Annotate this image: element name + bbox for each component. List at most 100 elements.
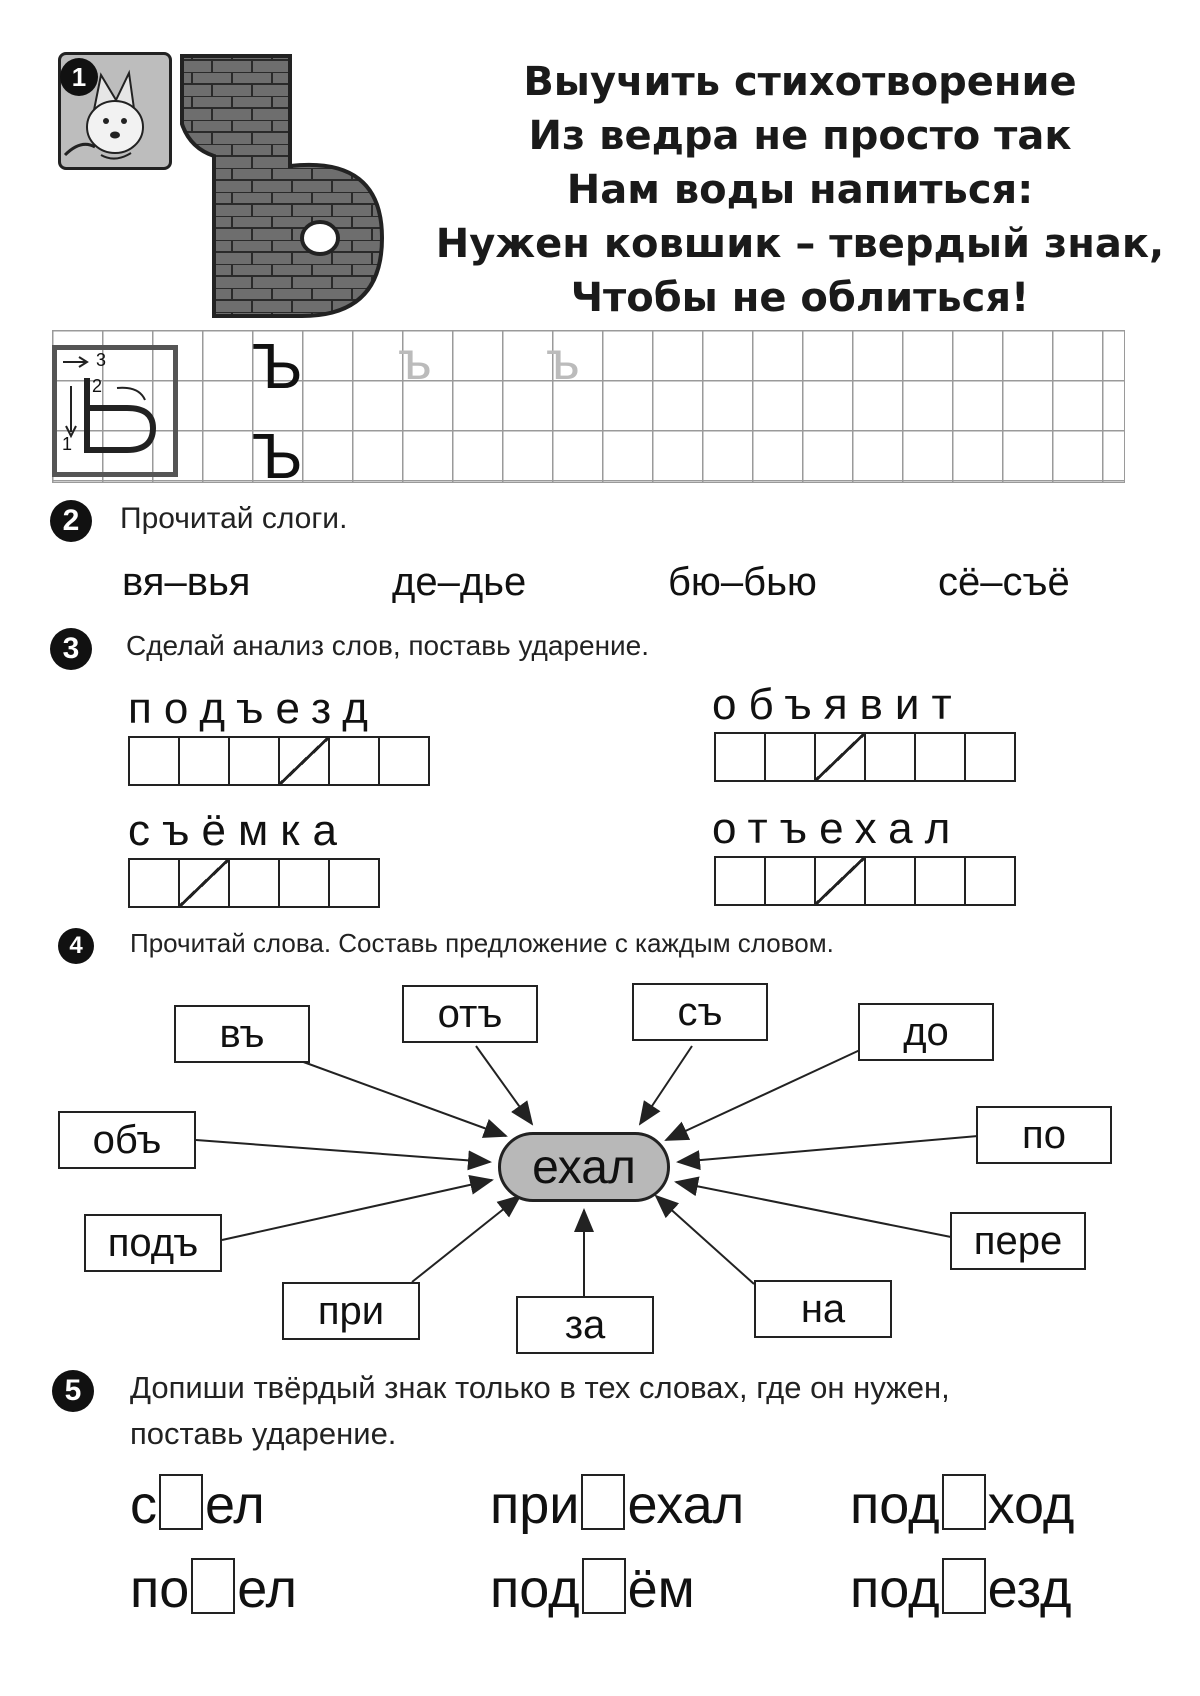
task-number-4: 4 bbox=[58, 928, 94, 964]
stroke-order-icon bbox=[63, 356, 157, 453]
hard-sign-gap[interactable] bbox=[191, 1558, 236, 1614]
poem: Выучить стихотворение Из ведра не просто… bbox=[420, 55, 1180, 325]
sound-cell[interactable] bbox=[178, 736, 230, 786]
sound-cell[interactable] bbox=[714, 732, 766, 782]
task-number-2: 2 bbox=[50, 500, 92, 542]
word-start: под bbox=[850, 1559, 940, 1619]
hard-sign-gap[interactable] bbox=[581, 1558, 626, 1614]
copy-letter: Ъ bbox=[252, 330, 303, 402]
poem-line: Выучить стихотворение bbox=[523, 59, 1077, 105]
analysis-word: подъезд bbox=[128, 684, 380, 733]
big-hard-sign-letter bbox=[172, 48, 422, 328]
syllable-pair: де–дье bbox=[392, 560, 527, 604]
task2-instruction: Прочитай слоги. bbox=[120, 502, 348, 535]
word-end: ход bbox=[987, 1475, 1075, 1535]
copy-letter: Ъ bbox=[252, 420, 303, 492]
task-number-3: 3 bbox=[50, 628, 92, 670]
hard-sign-cell bbox=[814, 856, 866, 906]
sound-cell[interactable] bbox=[278, 858, 330, 908]
hard-sign-cell bbox=[178, 858, 230, 908]
fox-picture bbox=[58, 52, 172, 170]
prefix-box: на bbox=[754, 1280, 892, 1338]
task-number-5: 5 bbox=[52, 1370, 94, 1412]
prefix-box: пере bbox=[950, 1212, 1086, 1270]
hard-sign-gap[interactable] bbox=[941, 1474, 986, 1530]
sound-cells bbox=[128, 858, 380, 908]
prefix-box: съ bbox=[632, 983, 768, 1041]
sound-cell[interactable] bbox=[964, 732, 1016, 782]
task3-instruction: Сделай анализ слов, поставь ударение. bbox=[126, 630, 650, 661]
task5-instruction-line2: поставь ударение. bbox=[130, 1416, 397, 1451]
stroke-number: 3 bbox=[96, 350, 107, 370]
brick-letter-icon bbox=[180, 54, 385, 318]
sound-cells bbox=[128, 736, 430, 786]
sound-cell[interactable] bbox=[128, 736, 180, 786]
sound-cell[interactable] bbox=[328, 858, 380, 908]
word-end: езд bbox=[987, 1559, 1072, 1619]
sound-cell[interactable] bbox=[328, 736, 380, 786]
word-start: под bbox=[490, 1559, 580, 1619]
sound-cells bbox=[714, 856, 1016, 906]
hard-sign-cell bbox=[814, 732, 866, 782]
word-end: ём bbox=[627, 1559, 695, 1619]
sound-cell[interactable] bbox=[228, 736, 280, 786]
word-start: по bbox=[130, 1559, 190, 1619]
word-start: с bbox=[130, 1475, 157, 1535]
word-start: при bbox=[490, 1475, 580, 1535]
stroke-number: 2 bbox=[92, 376, 103, 396]
syllable-pair: бю–бью bbox=[668, 560, 817, 604]
task5-instruction-line1: Допиши твёрдый знак только в тех словах,… bbox=[130, 1370, 950, 1405]
hard-sign-gap[interactable] bbox=[159, 1474, 203, 1530]
sound-cells bbox=[714, 732, 1016, 782]
hard-sign-cell bbox=[278, 736, 330, 786]
stroke-number: 1 bbox=[62, 434, 73, 454]
sound-cell[interactable] bbox=[914, 856, 966, 906]
prefix-box: отъ bbox=[402, 985, 538, 1043]
fox-illustration bbox=[63, 69, 144, 160]
task-number-1: 1 bbox=[60, 58, 98, 96]
task4-instruction: Прочитай слова. Составь предложение с ка… bbox=[130, 928, 834, 958]
poem-line: Нам воды напиться: bbox=[566, 167, 1034, 213]
analysis-word: отъехал bbox=[712, 804, 963, 853]
hard-sign-gap[interactable] bbox=[941, 1558, 986, 1614]
copybook-grid bbox=[52, 330, 1125, 483]
sound-cell[interactable] bbox=[964, 856, 1016, 906]
syllable-pair: сё–съё bbox=[938, 560, 1070, 604]
stroke-sample-box bbox=[52, 345, 178, 477]
center-word: ехал bbox=[498, 1132, 670, 1202]
prefix-box: въ bbox=[174, 1005, 310, 1063]
sound-cell[interactable] bbox=[764, 732, 816, 782]
sound-cell[interactable] bbox=[228, 858, 280, 908]
copy-letter-dotted: ъ bbox=[546, 331, 580, 391]
sound-cell[interactable] bbox=[128, 858, 180, 908]
word-end: ел bbox=[237, 1559, 298, 1619]
sound-cell[interactable] bbox=[864, 732, 916, 782]
sound-cell[interactable] bbox=[378, 736, 430, 786]
sound-cell[interactable] bbox=[864, 856, 916, 906]
poem-line: Нужен ковшик – твердый знак, bbox=[435, 221, 1165, 267]
word-start: под bbox=[850, 1475, 940, 1535]
analysis-word: объявит bbox=[712, 680, 964, 729]
sound-cell[interactable] bbox=[914, 732, 966, 782]
analysis-word: съёмка bbox=[128, 806, 349, 855]
prefix-box: до bbox=[858, 1003, 994, 1061]
sound-cell[interactable] bbox=[714, 856, 766, 906]
poem-line: Из ведра не просто так bbox=[528, 113, 1072, 159]
word-end: ел bbox=[205, 1475, 265, 1535]
prefix-box: при bbox=[282, 1282, 420, 1340]
prefix-box: по bbox=[976, 1106, 1112, 1164]
prefix-box: за bbox=[516, 1296, 654, 1354]
word-end: ехал bbox=[627, 1475, 745, 1535]
sound-cell[interactable] bbox=[764, 856, 816, 906]
prefix-box: объ bbox=[58, 1111, 196, 1169]
copy-letter-dotted: ъ bbox=[398, 331, 432, 391]
syllable-pair: вя–вья bbox=[122, 560, 251, 604]
poem-line: Чтобы не облиться! bbox=[570, 275, 1030, 321]
hard-sign-gap[interactable] bbox=[581, 1474, 626, 1530]
